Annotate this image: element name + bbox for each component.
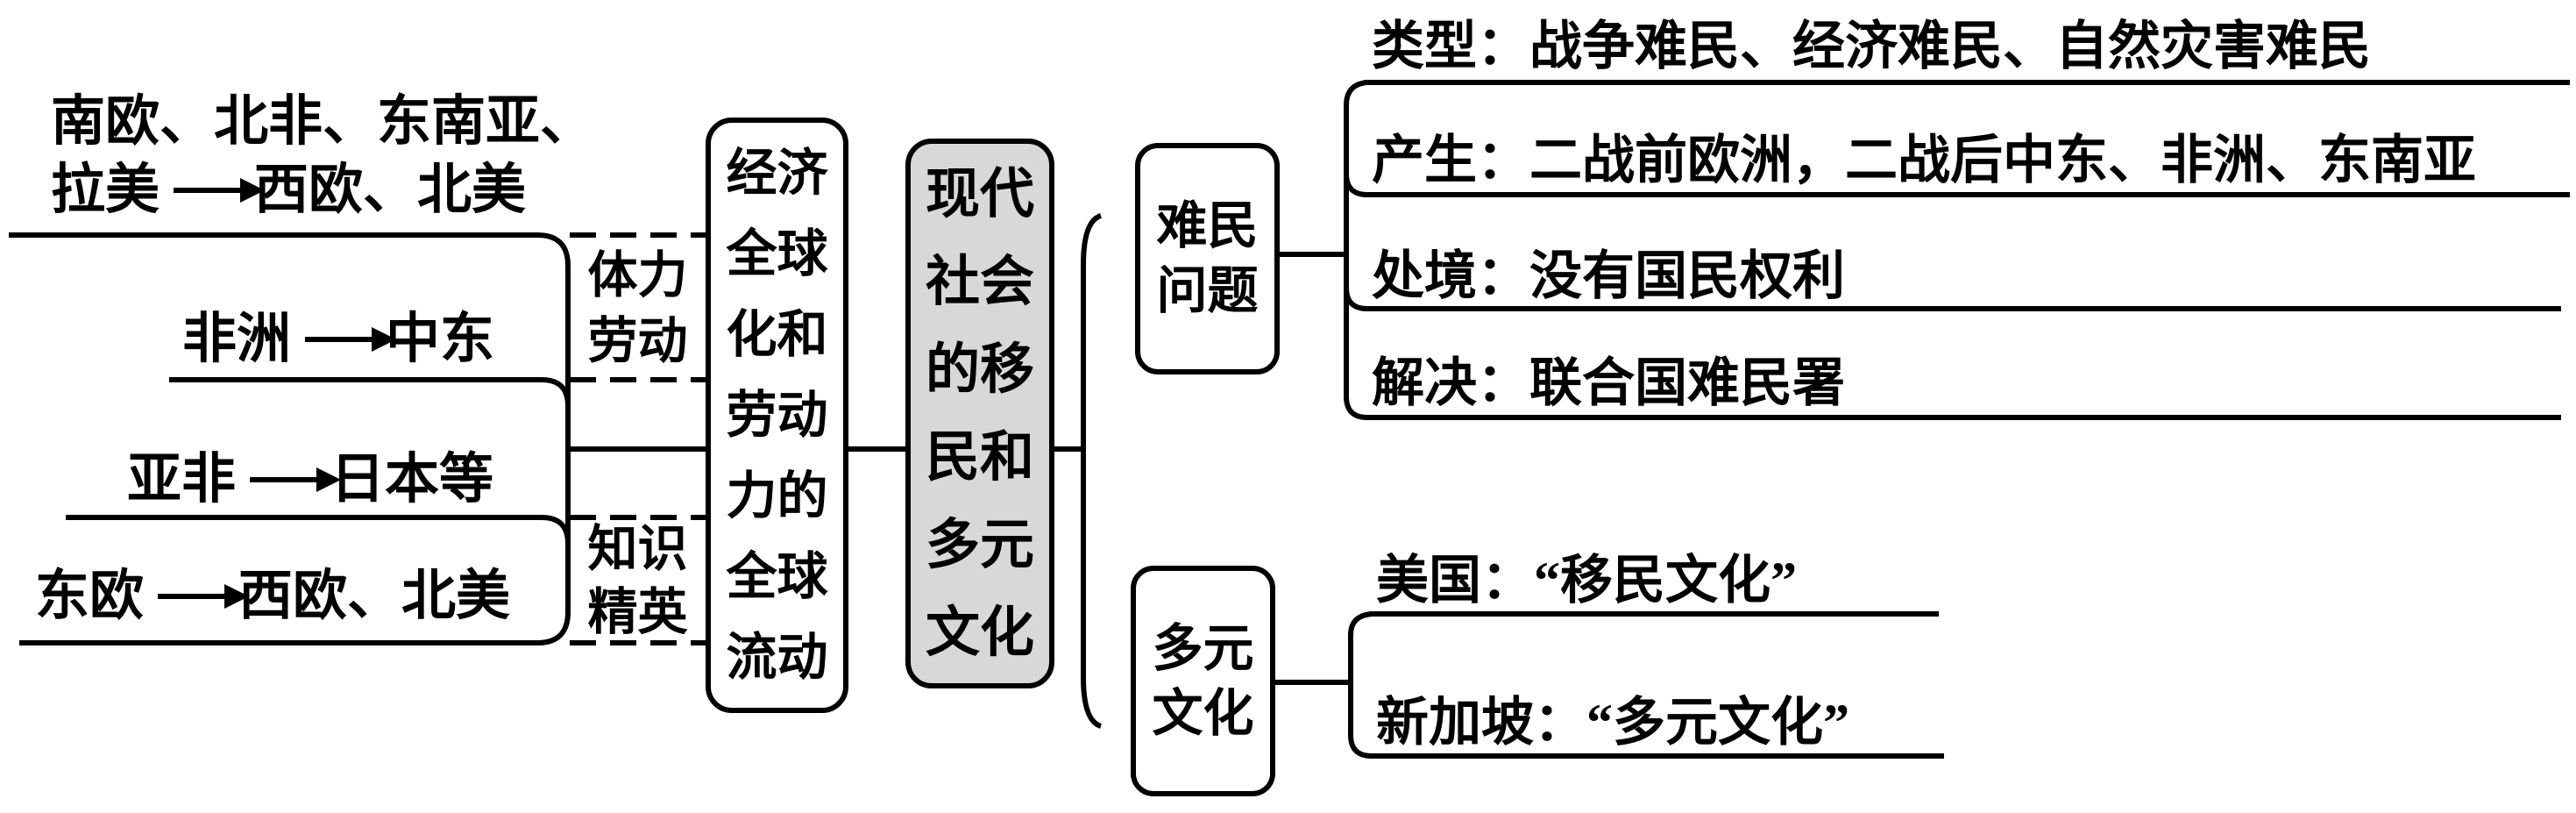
stage1-box-text: 经济全球化和劳动力的全球流动 xyxy=(726,144,828,686)
arrow-right-icon xyxy=(250,467,342,492)
refugee-item-type: 类型：战争难民、经济难民、自然灾害难民 xyxy=(1372,18,2371,75)
flow1-line1: 南欧、北非、东南亚、 xyxy=(51,92,595,152)
flow2-to: 中东 xyxy=(386,310,495,369)
flow3-from: 亚非 xyxy=(127,450,237,510)
knowledge-elite-label: 知识精英 xyxy=(587,522,688,640)
manual-labor-group: 体力劳动 xyxy=(570,238,706,380)
refugee-branch-curve-2 xyxy=(1344,173,1368,197)
flow1-to: 西欧、北美 xyxy=(254,160,527,220)
refugee-item-solution: 解决：联合国难民署 xyxy=(1372,354,1845,412)
flow1-from: 拉美 xyxy=(51,160,160,220)
flow1-flow4-bracket-line xyxy=(9,232,571,645)
manual-labor-label: 体力劳动 xyxy=(587,248,688,369)
refugee-branch-curve-3 xyxy=(1344,287,1368,311)
flow2-label: 非洲 中东 xyxy=(182,309,494,370)
right-branches-brace xyxy=(1081,213,1103,729)
refugee-box-title: 难民问题 xyxy=(1156,197,1259,319)
refugee-item-situation: 处境：没有国民权利 xyxy=(1372,247,1845,305)
arrow-right-icon xyxy=(305,327,397,352)
arrow-right-icon xyxy=(158,584,250,609)
flow1-label: 南欧、北非、东南亚、 拉美 西欧、北美 xyxy=(51,88,594,225)
multiculture-item-singapore: 新加坡：“多元文化” xyxy=(1376,694,1849,752)
flow3-label: 亚非 日本等 xyxy=(127,449,493,510)
flow4-from: 东欧 xyxy=(35,567,145,626)
flow1-line2: 拉美 西欧、北美 xyxy=(51,156,594,225)
multiculture-box: 多元文化 xyxy=(1131,566,1275,796)
flow2-from: 非洲 xyxy=(182,310,292,369)
multiculture-junction-vertical xyxy=(1348,611,1373,759)
refugee-item-origin: 产生：二战前欧洲，二战后中东、非洲、东南亚 xyxy=(1372,132,2476,189)
central-topic-text: 现代社会的移民和多元文化 xyxy=(925,164,1034,663)
multiculture-box-title: 多元文化 xyxy=(1152,619,1254,742)
flow4-label: 东欧 西欧、北美 xyxy=(35,566,510,627)
refugee-junction-vertical xyxy=(1344,80,1368,420)
flow3-to: 日本等 xyxy=(330,450,494,510)
stage1-box: 经济全球化和劳动力的全球流动 xyxy=(706,118,848,713)
central-topic-box: 现代社会的移民和多元文化 xyxy=(905,139,1054,688)
flow3-underline xyxy=(66,515,571,545)
flow2-underline xyxy=(169,377,571,407)
knowledge-elite-group: 知识精英 xyxy=(570,520,706,643)
refugee-box: 难民问题 xyxy=(1135,143,1280,374)
flow4-to: 西欧、北美 xyxy=(238,567,511,626)
multiculture-item-usa: 美国：“移民文化” xyxy=(1376,552,1797,610)
arrow-right-icon xyxy=(174,178,266,203)
